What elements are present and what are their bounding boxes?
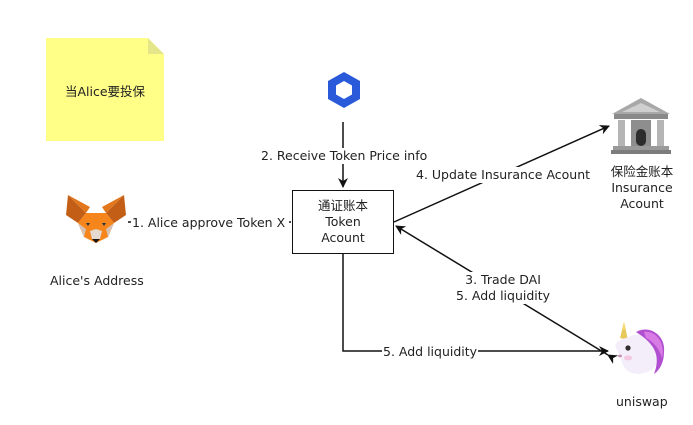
trade-edge-label-line2: 5. Add liquidity <box>456 288 551 303</box>
add-liquidity-edge <box>342 254 609 356</box>
insurance-line1: 保险金账本 <box>610 164 674 179</box>
add-liquidity-edge-label: 5. Add liquidity <box>382 344 479 360</box>
chainlink-hexagon-icon <box>328 72 360 108</box>
metamask-fox-icon <box>66 195 126 243</box>
bank-building-icon <box>611 98 671 154</box>
insurance-account-label: 保险金账本 Insurance Acount <box>605 164 679 212</box>
note-text: 当Alice要投保 <box>64 84 146 99</box>
trade-edge-label: 3. Trade DAI 5. Add liquidity <box>455 272 552 304</box>
uniswap-label: uniswap <box>615 394 669 410</box>
price-edge-label: 2. Receive Token Price info <box>260 148 429 164</box>
token-account-line2: Token <box>325 214 361 229</box>
uniswap-unicorn-icon <box>615 322 665 374</box>
trade-edge-label-line1: 3. Trade DAI <box>465 272 541 287</box>
alice-address-label: Alice's Address <box>49 273 145 289</box>
token-account-node: 通证账本 Token Acount <box>292 190 394 254</box>
insurance-line2: Insurance <box>611 180 673 195</box>
token-account-line1: 通证账本 <box>317 198 368 213</box>
approve-edge-label: 1. Alice approve Token X <box>131 215 287 231</box>
sticky-note: 当Alice要投保 <box>46 38 164 141</box>
insurance-line3: Acount <box>620 196 664 211</box>
token-account-line3: Acount <box>321 230 365 245</box>
update-edge-label: 4. Update Insurance Acount <box>415 167 592 183</box>
